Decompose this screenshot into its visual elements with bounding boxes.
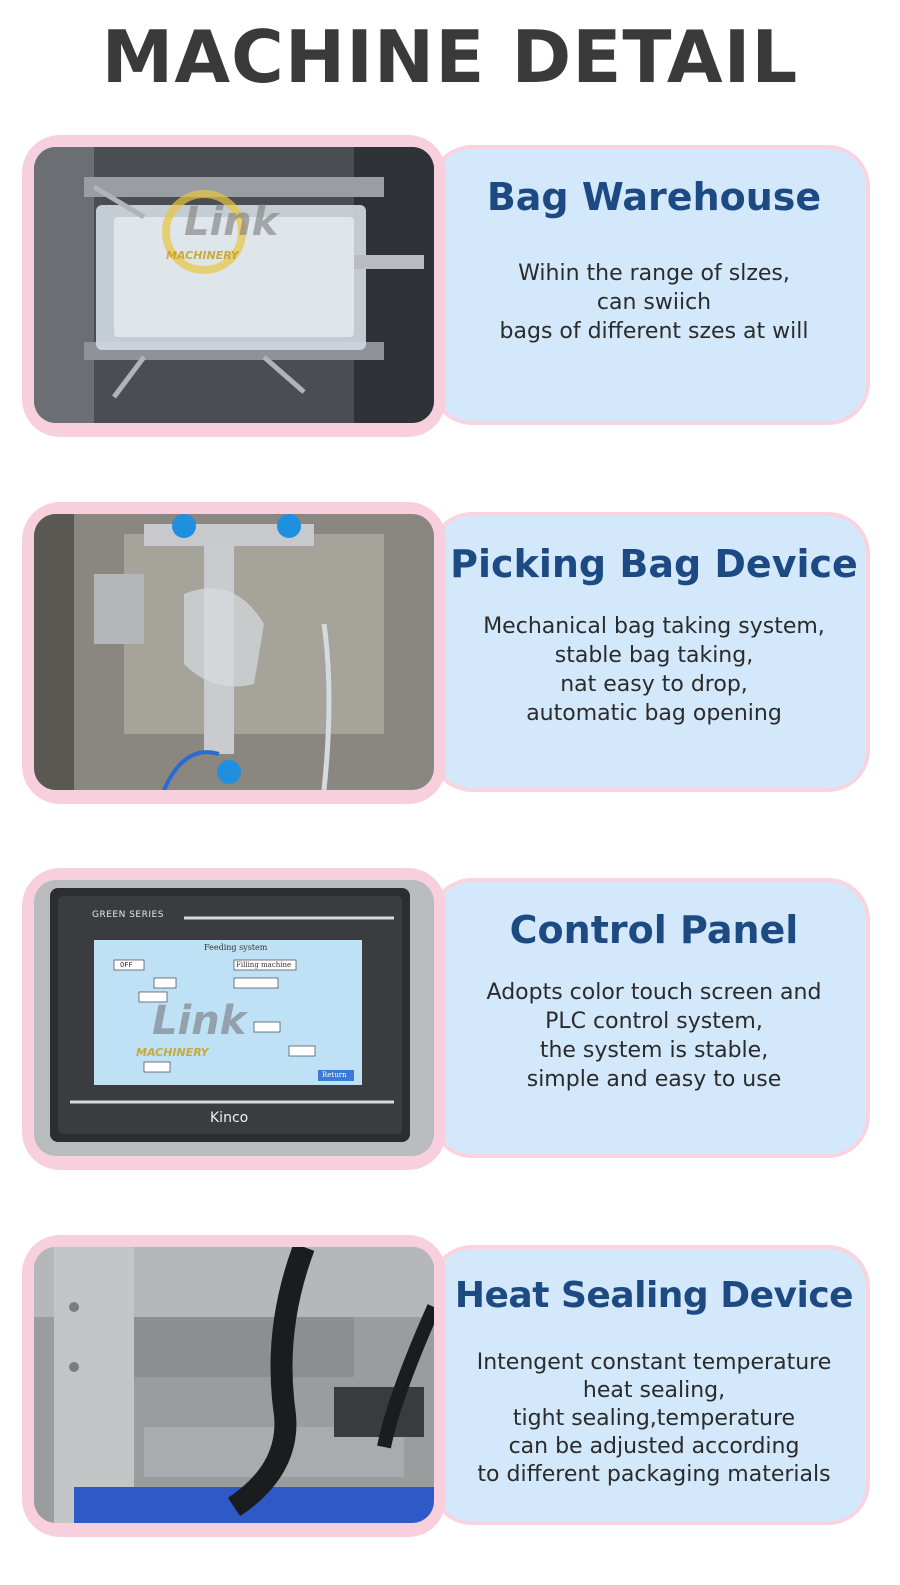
machinery-watermark: MACHINERY bbox=[166, 249, 239, 262]
description-line: the system is stable, bbox=[539, 1038, 769, 1063]
description-line: Intengent constant temperature bbox=[476, 1350, 832, 1375]
machinery-watermark: MACHINERY bbox=[136, 1046, 209, 1059]
card-title: Control Panel bbox=[509, 908, 799, 952]
card-description: Mechanical bag taking system, stable bag… bbox=[434, 612, 874, 728]
screen-return-button: Return bbox=[322, 1071, 347, 1079]
section-control-panel: Control Panel Adopts color touch screen … bbox=[0, 868, 900, 1170]
info-card: Heat Sealing Device Intengent constant t… bbox=[430, 1245, 870, 1525]
screen-off-button: OFF bbox=[120, 961, 133, 969]
photo-frame: Link MACHINERY bbox=[22, 135, 446, 437]
card-title: Picking Bag Device bbox=[450, 542, 858, 586]
description-line: simple and easy to use bbox=[526, 1067, 782, 1092]
description-line: can be adjusted according bbox=[508, 1434, 800, 1459]
bag-warehouse-photo: Link MACHINERY bbox=[34, 147, 434, 423]
description-line: stable bag taking, bbox=[554, 643, 754, 668]
screen-filling-machine-label: Filling machine bbox=[236, 961, 292, 969]
description-line: nat easy to drop, bbox=[560, 672, 748, 697]
panel-series-label: GREEN SERIES bbox=[92, 910, 164, 920]
photo-frame: GREEN SERIES Feeding system OFF Filling … bbox=[22, 868, 446, 1170]
description-line: tight sealing,temperature bbox=[512, 1406, 796, 1431]
description-line: Wihin the range of slzes, bbox=[518, 261, 790, 286]
description-line: automatic bag opening bbox=[526, 701, 782, 726]
card-title: Bag Warehouse bbox=[486, 175, 822, 219]
description-line: Mechanical bag taking system, bbox=[483, 614, 825, 639]
link-watermark: Link bbox=[184, 199, 279, 245]
description-line: bags of different szes at will bbox=[499, 319, 809, 344]
heat-sealing-photo bbox=[34, 1247, 434, 1523]
info-card: Bag Warehouse Wihin the range of slzes, … bbox=[430, 145, 870, 425]
section-heat-sealing-device: Heat Sealing Device Intengent constant t… bbox=[0, 1235, 900, 1537]
description-line: can swiich bbox=[596, 290, 712, 315]
info-card: Control Panel Adopts color touch screen … bbox=[430, 878, 870, 1158]
link-watermark: Link bbox=[152, 998, 247, 1044]
description-line: heat sealing, bbox=[582, 1378, 726, 1403]
panel-brand-label: Kinco bbox=[210, 1110, 249, 1126]
card-title: Heat Sealing Device bbox=[454, 1275, 854, 1316]
card-description: Intengent constant temperature heat seal… bbox=[434, 1349, 874, 1489]
section-picking-bag-device: Picking Bag Device Mechanical bag taking… bbox=[0, 502, 900, 804]
photo-frame bbox=[22, 502, 446, 804]
screen-title: Feeding system bbox=[204, 943, 268, 952]
section-bag-warehouse: Bag Warehouse Wihin the range of slzes, … bbox=[0, 135, 900, 437]
card-description: Wihin the range of slzes, can swiich bag… bbox=[434, 259, 874, 346]
description-line: to different packaging materials bbox=[477, 1462, 831, 1487]
page-title: MACHINE DETAIL bbox=[101, 15, 799, 99]
card-description: Adopts color touch screen and PLC contro… bbox=[434, 978, 874, 1094]
picking-bag-photo bbox=[34, 514, 434, 790]
photo-frame bbox=[22, 1235, 446, 1537]
control-panel-photo: GREEN SERIES Feeding system OFF Filling … bbox=[34, 880, 434, 1156]
description-line: PLC control system, bbox=[545, 1009, 763, 1034]
info-card: Picking Bag Device Mechanical bag taking… bbox=[430, 512, 870, 792]
description-line: Adopts color touch screen and bbox=[486, 980, 822, 1005]
